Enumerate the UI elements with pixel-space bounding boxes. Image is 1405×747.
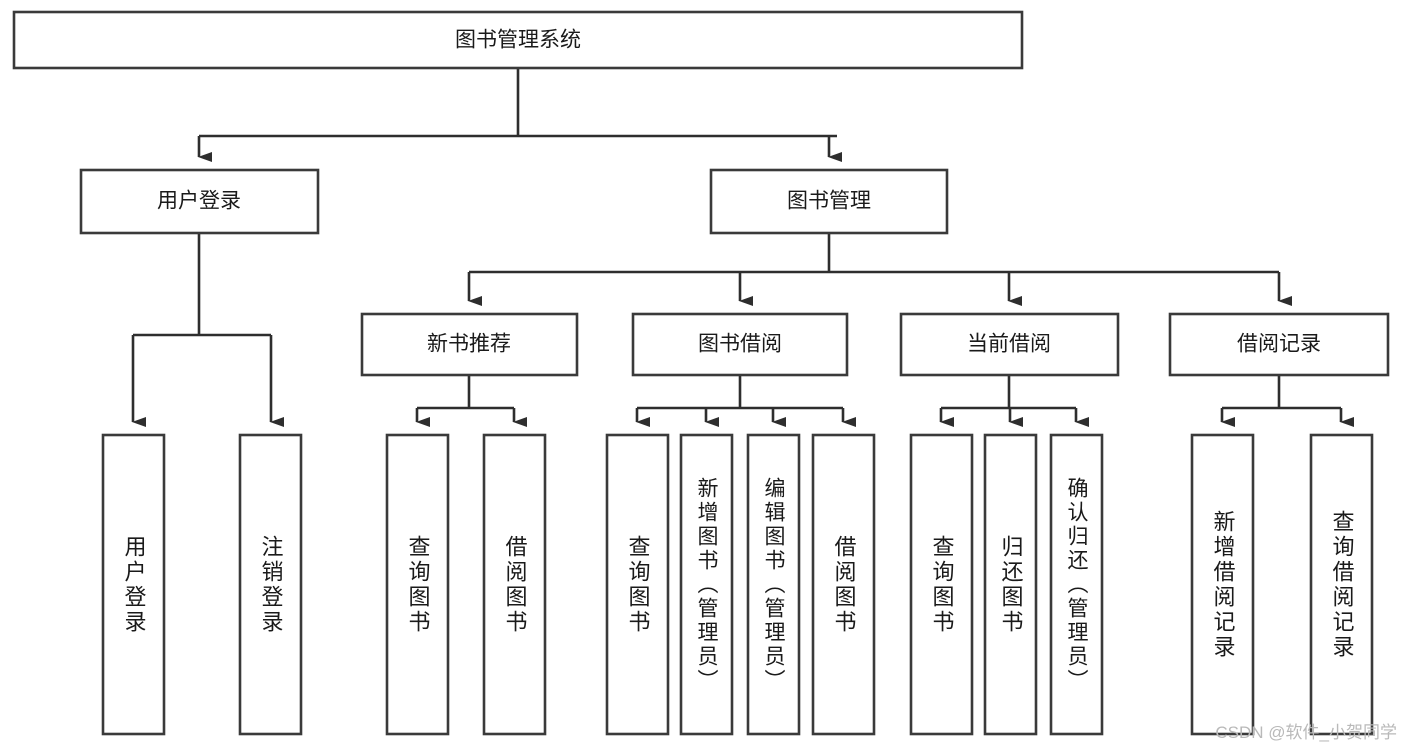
csdn-watermark: CSDN @软件_小贺同学 xyxy=(1215,723,1397,742)
node-current-borrow-label: 当前借阅 xyxy=(967,333,1051,356)
node-leaf-query-book-3[interactable] xyxy=(909,433,974,736)
node-borrow-record-box[interactable] xyxy=(1168,312,1390,377)
node-book-manage-box[interactable] xyxy=(709,168,949,235)
node-book-borrow[interactable]: 图书借阅 xyxy=(631,312,849,377)
node-leaf-add-record[interactable] xyxy=(1190,433,1255,736)
node-leaf-borrow-book-1-box[interactable] xyxy=(482,433,547,736)
node-leaf-query-book-1[interactable] xyxy=(385,433,450,736)
node-leaf-add-book[interactable] xyxy=(679,433,734,736)
node-borrow-record[interactable]: 借阅记录 xyxy=(1168,312,1390,377)
node-leaf-edit-book-box[interactable] xyxy=(746,433,801,736)
node-leaf-confirm-return[interactable] xyxy=(1049,433,1104,736)
node-new-book-rec-box[interactable] xyxy=(360,312,579,377)
node-leaf-query-book-3-box[interactable] xyxy=(909,433,974,736)
edges-user-login-to-leaves xyxy=(131,233,284,427)
node-book-manage[interactable]: 图书管理 xyxy=(709,168,949,235)
node-new-book-rec[interactable]: 新书推荐 xyxy=(360,312,579,377)
node-current-borrow[interactable]: 当前借阅 xyxy=(899,312,1120,377)
node-leaf-borrow-book-2[interactable] xyxy=(811,433,876,736)
node-borrow-record-label: 借阅记录 xyxy=(1237,333,1321,356)
node-leaf-query-book-2-box[interactable] xyxy=(605,433,670,736)
node-new-book-rec-label: 新书推荐 xyxy=(427,333,511,356)
node-leaf-confirm-return-box[interactable] xyxy=(1049,433,1104,736)
edges-book-borrow-to-leaves xyxy=(635,375,856,427)
node-leaf-query-book-1-box[interactable] xyxy=(385,433,450,736)
node-user-login[interactable]: 用户登录 xyxy=(79,168,320,235)
node-root[interactable]: 图书管理系统 xyxy=(12,10,1024,70)
node-leaf-return-book[interactable] xyxy=(983,433,1038,736)
node-leaf-user-login[interactable] xyxy=(101,433,166,736)
node-book-borrow-label: 图书借阅 xyxy=(698,333,782,356)
node-user-login-box[interactable] xyxy=(79,168,320,235)
node-root-label: 图书管理系统 xyxy=(455,29,581,52)
node-leaf-return-book-box[interactable] xyxy=(983,433,1038,736)
node-book-borrow-box[interactable] xyxy=(631,312,849,377)
node-current-borrow-box[interactable] xyxy=(899,312,1120,377)
node-leaf-query-book-2[interactable] xyxy=(605,433,670,736)
edges-current-borrow-to-leaves xyxy=(939,375,1089,427)
node-leaf-logout[interactable] xyxy=(238,433,303,736)
node-user-login-label: 用户登录 xyxy=(157,190,241,213)
node-book-manage-label: 图书管理 xyxy=(787,190,871,213)
edges-borrow-record-to-leaves xyxy=(1220,375,1354,427)
edges-root-to-level2 xyxy=(197,68,842,162)
node-leaf-query-record-box[interactable] xyxy=(1309,433,1374,736)
node-leaf-borrow-book-2-box[interactable] xyxy=(811,433,876,736)
node-leaf-user-login-box[interactable] xyxy=(101,433,166,736)
node-root-box[interactable] xyxy=(12,10,1024,70)
edges-book-manage-to-level3 xyxy=(467,233,1292,306)
node-leaf-add-record-box[interactable] xyxy=(1190,433,1255,736)
node-leaf-logout-box[interactable] xyxy=(238,433,303,736)
node-leaf-edit-book[interactable] xyxy=(746,433,801,736)
edges-new-book-rec-to-leaves xyxy=(415,375,527,427)
node-leaf-query-record[interactable] xyxy=(1309,433,1374,736)
node-leaf-add-book-box[interactable] xyxy=(679,433,734,736)
node-leaf-borrow-book-1[interactable] xyxy=(482,433,547,736)
